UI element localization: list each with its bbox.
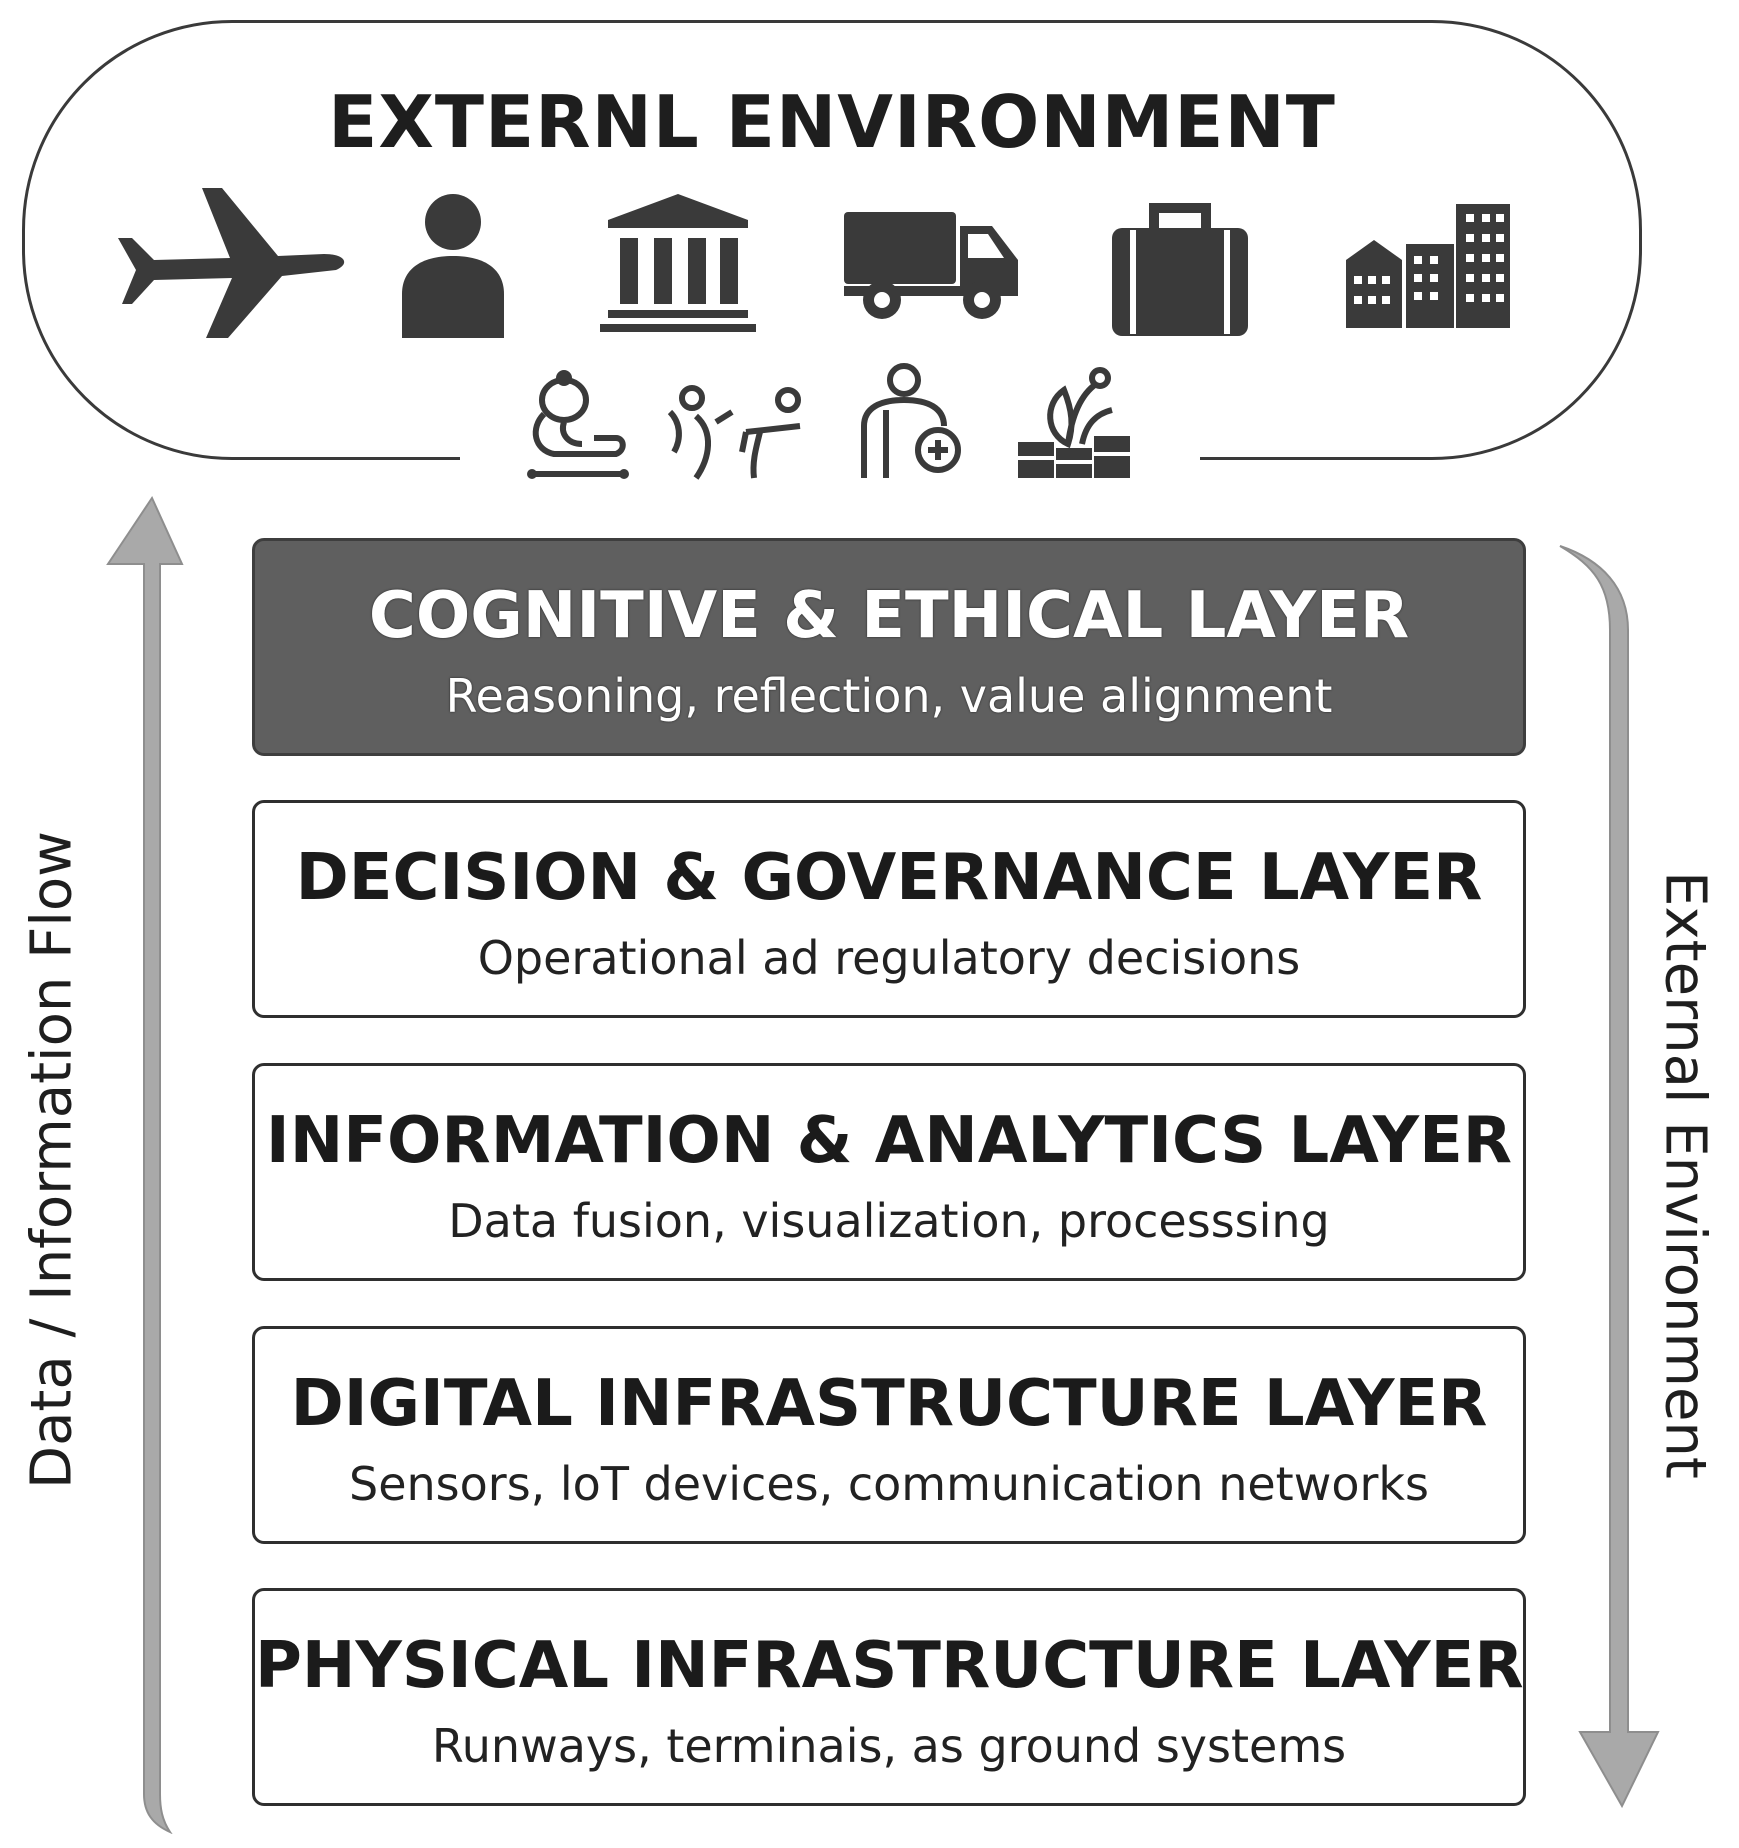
data-information-flow-label: Data / Information Flow — [19, 831, 85, 1489]
layer-title: INFORMATION & ANALYTICS LAYER — [265, 1104, 1513, 1178]
city-buildings-icon — [1346, 204, 1510, 328]
luggage-icon — [1112, 203, 1248, 336]
decision-governance-layer: DECISION & GOVERNANCE LAYER Operational … — [252, 800, 1526, 1018]
layer-subtitle: Reasoning, reflection, value alignment — [445, 669, 1333, 723]
external-environment-side-label: External Environment — [1652, 871, 1718, 1479]
layer-title: COGNITIVE & ETHICAL LAYER — [368, 579, 1410, 653]
agriculture-icon — [1018, 367, 1130, 478]
robot-assistant-icon — [527, 370, 629, 479]
information-analytics-layer: INFORMATION & ANALYTICS LAYER Data fusio… — [252, 1063, 1526, 1281]
medical-staff-icon — [861, 363, 961, 478]
person-icon — [402, 194, 504, 338]
passenger-group-icon — [667, 385, 801, 480]
layer-subtitle: Runways, terminais, as ground systems — [431, 1719, 1347, 1773]
layer-subtitle: Data fusion, visualization, processsing — [448, 1194, 1330, 1248]
external-environment-gap — [460, 448, 1200, 468]
layer-title: PHYSICAL INFRASTRUCTURE LAYER — [255, 1629, 1524, 1703]
layer-title: DIGITAL INFRASTRUCTURE LAYER — [290, 1367, 1488, 1441]
external-environment-box — [22, 20, 1642, 460]
physical-infrastructure-layer: PHYSICAL INFRASTRUCTURE LAYER Runways, t… — [252, 1588, 1526, 1806]
government-building-icon — [600, 194, 756, 332]
external-flow-down-arrow — [1559, 545, 1660, 1809]
external-environment-title: EXTERNL ENVIRONMENT — [328, 80, 1336, 164]
digital-infrastructure-layer: DIGITAL INFRASTRUCTURE LAYER Sensors, lo… — [252, 1326, 1526, 1544]
layer-title: DECISION & GOVERNANCE LAYER — [295, 841, 1483, 915]
layer-subtitle: Sensors, loT devices, communication netw… — [349, 1457, 1429, 1511]
truck-icon — [844, 212, 1018, 319]
data-flow-up-arrow — [106, 495, 184, 1834]
airplane-icon — [118, 188, 345, 338]
cognitive-ethical-layer: COGNITIVE & ETHICAL LAYER Reasoning, ref… — [252, 538, 1526, 756]
layer-subtitle: Operational ad regulatory decisions — [477, 931, 1301, 985]
